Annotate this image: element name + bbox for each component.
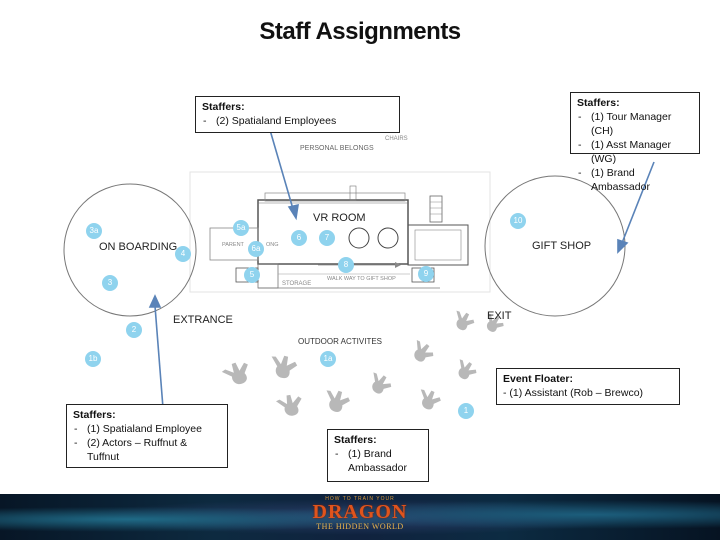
vr-room-label: VR ROOM [313,212,366,224]
movie-banner: HOW TO TRAIN YOUR DRAGON THE HIDDEN WORL… [0,494,720,540]
gift-staffer-item: (1) Tour Manager (CH) [577,110,693,138]
dragon-footprint [456,310,475,331]
vr-station-2 [377,227,399,249]
arrow-gift-head [617,238,629,254]
arrow-vr-head [287,203,299,221]
outdoor-staffers-box: Staffers: (1) Brand Ambassador [327,429,429,482]
outdoor-staffers-heading: Staffers: [334,434,377,446]
marker-5: 5 [244,267,260,283]
dragon-footprint [458,359,477,380]
marker-1: 1 [458,403,474,419]
onboarding-circle [63,183,197,317]
gift-staffers-list: (1) Tour Manager (CH) (1) Asst Manager (… [577,110,693,194]
dragon-footprint [275,394,302,416]
vr-divider-1 [257,263,279,289]
right-tower [429,195,443,223]
right-equipment [407,224,469,266]
onboard-staffer-item: (2) Actors – Ruffnut & Tuffnut [73,436,207,464]
logo-title: DRAGON [312,501,408,523]
dragon-footprint [221,362,248,385]
vr-staffer-item: (2) Spatialand Employees [202,114,393,128]
floater-item: - (1) Assistant (Rob – Brewco) [503,387,644,399]
page-title: Staff Assignments [259,18,461,45]
arrow-onboard [154,305,164,409]
gift-staffer-item: (1) Brand Ambassador [577,166,693,194]
marker-3a: 3a [86,223,102,239]
arrow-onboard-head [148,294,162,308]
personal-label: PERSONAL BELONGS [300,145,374,152]
marker-2: 2 [126,322,142,338]
top-bench [264,192,406,202]
right-equipment-inner [414,229,462,261]
walkway-label: WALK WAY TO GIFT SHOP [327,276,396,282]
marker-4: 4 [175,246,191,262]
onboard-staffers-heading: Staffers: [73,409,116,421]
gift-staffer-item: (1) Asst Manager (WG) [577,138,693,166]
plan-outline [189,171,491,293]
floater-box: Event Floater: - (1) Assistant (Rob – Br… [496,368,680,405]
marker-7: 7 [319,230,335,246]
dragon-footprint [372,372,392,394]
vr-staffers-heading: Staffers: [202,101,245,113]
outdoor-staffers-list: (1) Brand Ambassador [334,447,422,475]
small-post [349,185,357,201]
onboard-staffers-list: (1) Spatialand Employee (2) Actors – Ruf… [73,422,221,464]
dragon-footprint [420,389,441,410]
dragon-footprint [414,339,434,362]
marker-9: 9 [418,266,434,282]
onboard-staffer-item: (1) Spatialand Employee [73,422,221,436]
marker-3: 3 [102,275,118,291]
dragon-footprint [326,390,350,412]
dragon-footprint [486,313,504,332]
vr-staffers-box: Staffers: (2) Spatialand Employees [195,96,400,133]
outdoor-label: OUTDOOR ACTIVITES [298,337,383,346]
logo-subtitle: THE HIDDEN WORLD [316,522,404,531]
parent-label-tail: ONG [266,242,279,248]
dragon-footprint [271,355,298,379]
arrow-vr [269,129,294,210]
gift-staffers-box: Staffers: (1) Tour Manager (CH) (1) Asst… [570,92,700,193]
marker-6a: 6a [248,241,264,257]
gift-staffers-heading: Staffers: [577,97,620,109]
chairs-label: CHAIRS [385,136,408,142]
floater-heading: Event Floater: [503,373,574,385]
marker-1b: 1b [85,351,101,367]
dragon-logo: HOW TO TRAIN YOUR DRAGON THE HIDDEN WORL… [300,496,420,531]
marker-5a: 5a [233,220,249,236]
exit-label: EXIT [487,310,512,322]
outdoor-staffer-item: (1) Brand Ambassador [334,447,414,475]
parent-label: PARENT [222,242,244,248]
logo-tagline: HOW TO TRAIN YOUR [325,496,395,502]
onboard-staffers-box: Staffers: (1) Spatialand Employee (2) Ac… [66,404,228,468]
walkway-arrowhead [395,262,401,268]
marker-10: 10 [510,213,526,229]
marker-8: 8 [338,257,354,273]
marker-6: 6 [291,230,307,246]
gift-shop-label: GIFT SHOP [532,240,592,252]
vr-station-1 [348,227,370,249]
dragon-footprints [221,310,504,416]
marker-1a: 1a [320,351,336,367]
extrance-label: EXTRANCE [173,314,233,326]
on-boarding-label: ON BOARDING [99,241,178,253]
vr-staffers-list: (2) Spatialand Employees [202,114,393,128]
storage-label: STORAGE [282,281,312,287]
